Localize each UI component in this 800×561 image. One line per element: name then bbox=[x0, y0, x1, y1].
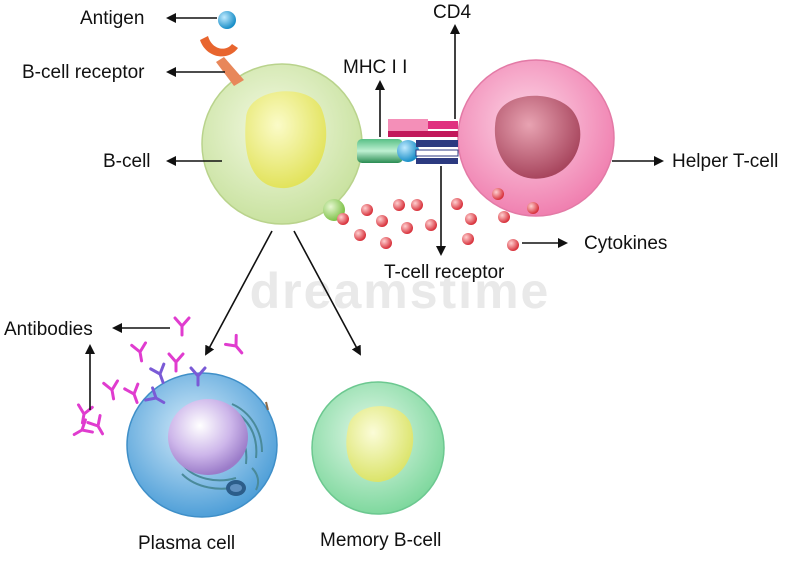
label-t-cell-receptor: T-cell receptor bbox=[384, 262, 505, 283]
label-antigen: Antigen bbox=[80, 8, 144, 29]
label-helper-t-cell: Helper T-cell bbox=[672, 151, 778, 172]
arrows bbox=[85, 13, 664, 410]
antigen-particle bbox=[218, 11, 236, 29]
label-antibodies: Antibodies bbox=[4, 319, 93, 340]
label-memory-b-cell: Memory B-cell bbox=[320, 530, 441, 551]
memory-b-cell-nucleus bbox=[346, 406, 414, 482]
helper-t-cell bbox=[457, 59, 615, 217]
label-cytokines: Cytokines bbox=[584, 233, 667, 254]
label-b-cell-receptor: B-cell receptor bbox=[22, 62, 145, 83]
t-cell-receptor bbox=[415, 140, 459, 164]
plasma-cell-nucleus bbox=[168, 399, 248, 475]
b-cell-nucleus bbox=[245, 91, 327, 189]
label-mhc-ii: MHC I I bbox=[343, 57, 407, 78]
label-plasma-cell: Plasma cell bbox=[138, 533, 235, 554]
label-cd4: CD4 bbox=[433, 2, 471, 23]
watermark: dreamstime bbox=[250, 263, 551, 319]
cytokines-cluster bbox=[337, 188, 539, 251]
presented-antigen bbox=[397, 140, 419, 162]
memory-b-cell bbox=[311, 381, 445, 515]
label-b-cell: B-cell bbox=[103, 151, 151, 172]
cd4-molecule bbox=[388, 119, 458, 137]
t-cell-nucleus bbox=[494, 95, 581, 179]
b-cell-receptor bbox=[200, 36, 244, 86]
mhc-ii-molecule bbox=[357, 139, 403, 163]
plasma-cell bbox=[126, 372, 278, 518]
